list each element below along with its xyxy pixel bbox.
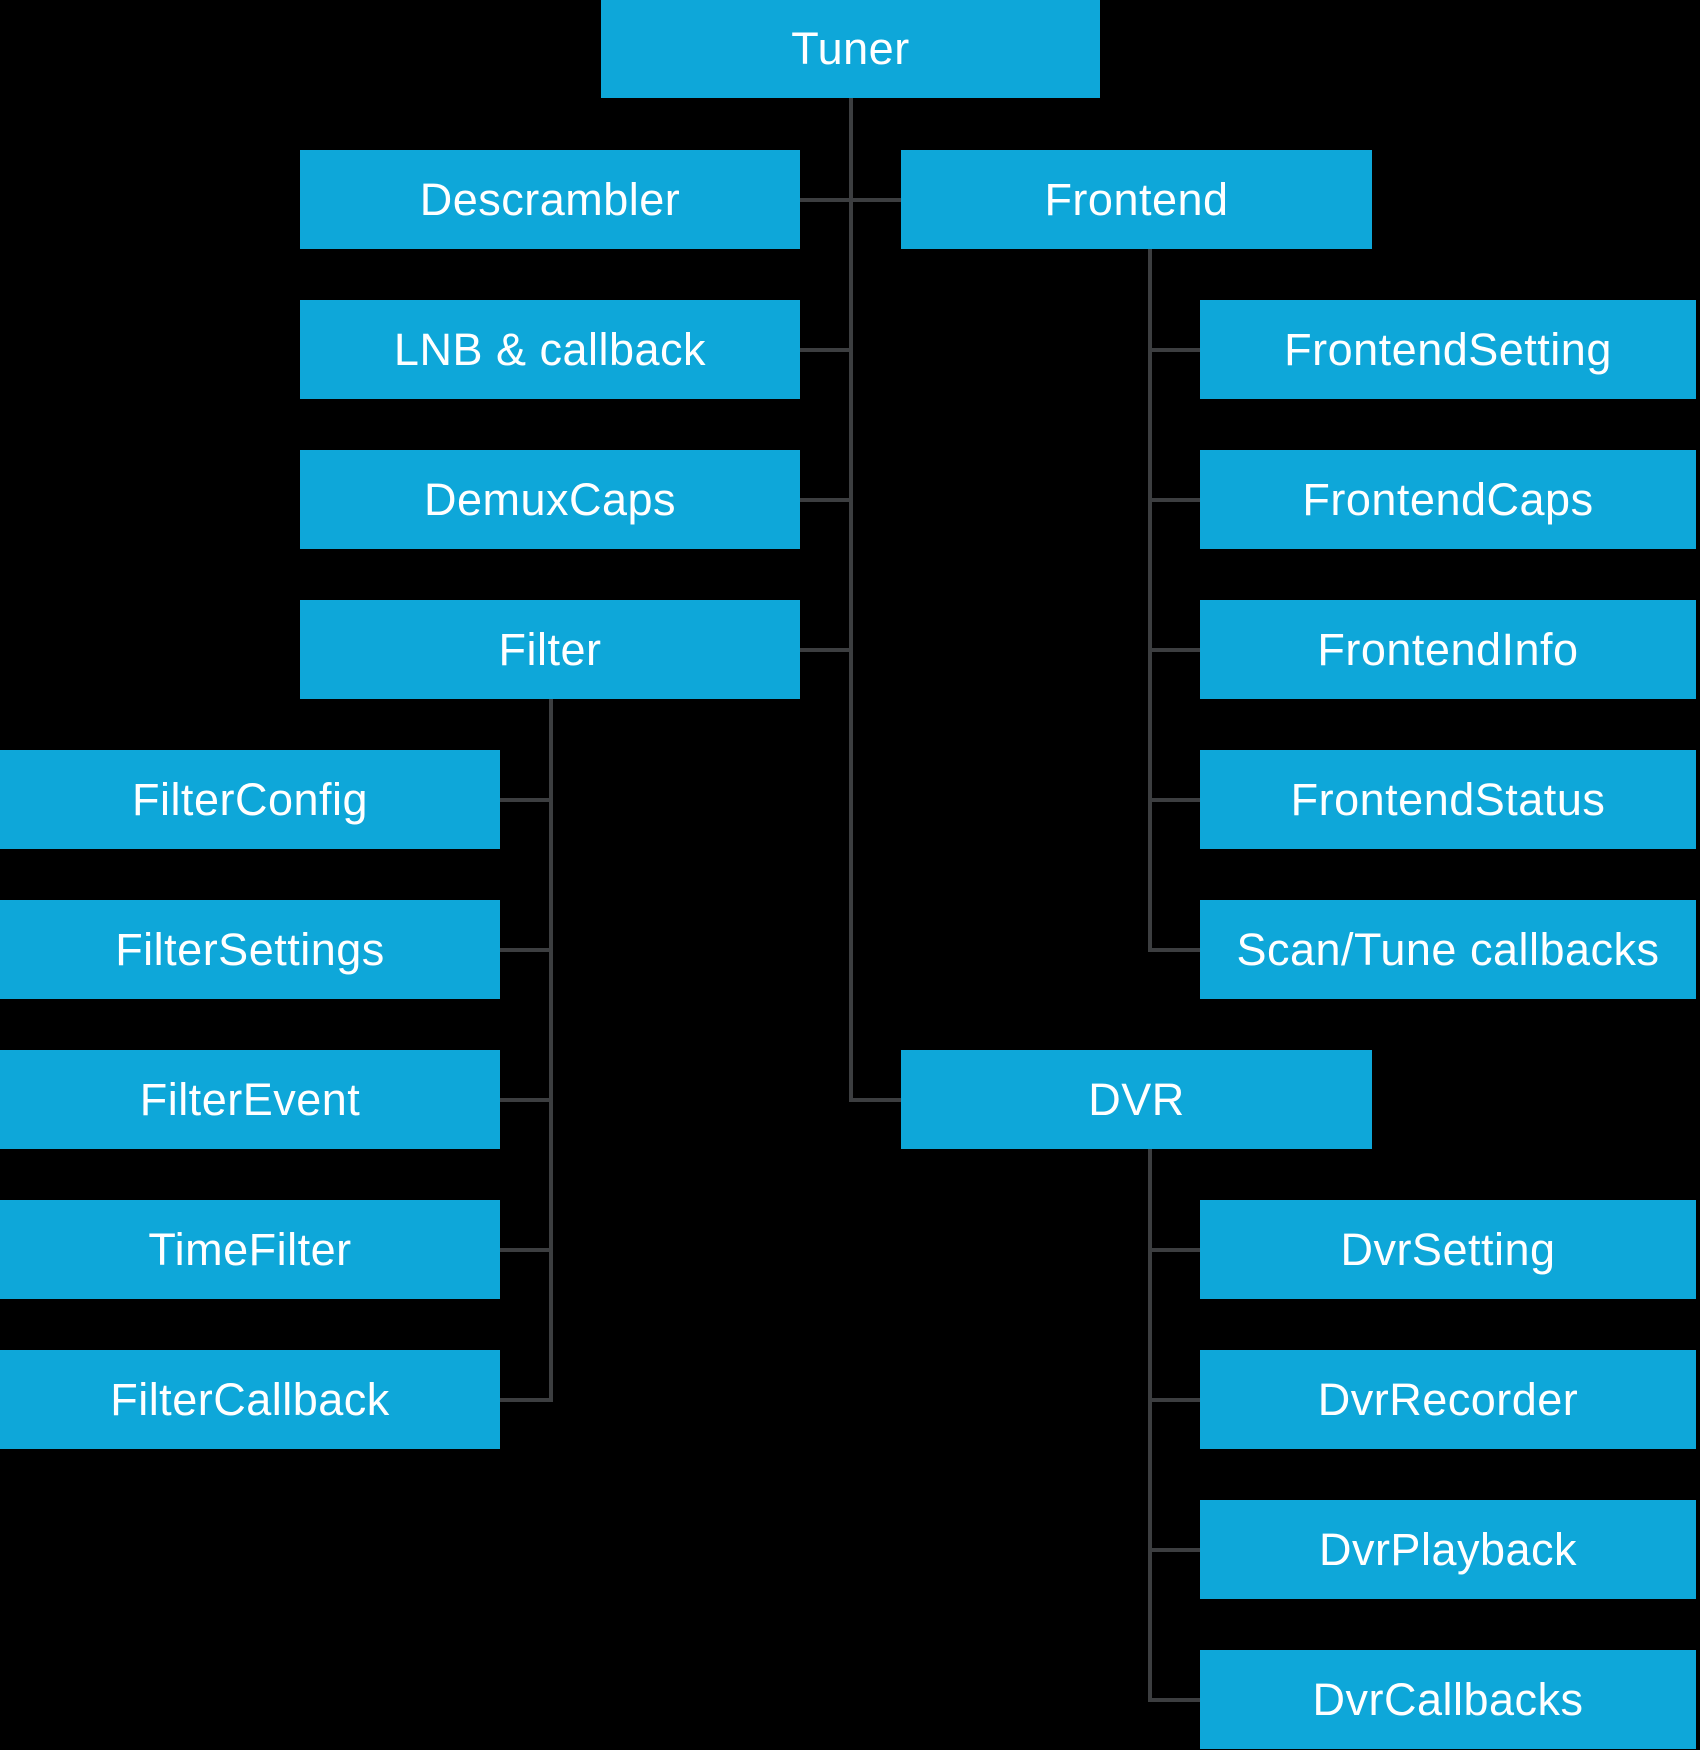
node-lnb-callback: LNB & callback bbox=[300, 300, 800, 399]
connector-frontendstatus-horizontal bbox=[1148, 798, 1200, 802]
connector-frontend-branch-vertical bbox=[1148, 249, 1152, 952]
node-filter: Filter bbox=[300, 600, 800, 699]
node-filtercallback: FilterCallback bbox=[0, 1350, 500, 1449]
connector-frontendinfo-horizontal bbox=[1148, 648, 1200, 652]
node-dvr: DVR bbox=[901, 1050, 1372, 1149]
connector-descrambler-frontend-horizontal bbox=[800, 198, 901, 202]
node-frontendcaps: FrontendCaps bbox=[1200, 450, 1696, 549]
connector-dvrrecorder-horizontal bbox=[1148, 1398, 1200, 1402]
connector-timefilter-horizontal bbox=[500, 1248, 553, 1252]
node-frontend: Frontend bbox=[901, 150, 1372, 249]
node-timefilter: TimeFilter bbox=[0, 1200, 500, 1299]
node-dvrsetting: DvrSetting bbox=[1200, 1200, 1696, 1299]
node-descrambler: Descrambler bbox=[300, 150, 800, 249]
connector-filtercallback-horizontal bbox=[500, 1398, 553, 1402]
node-tuner: Tuner bbox=[601, 0, 1100, 98]
connector-filtersettings-horizontal bbox=[500, 948, 553, 952]
node-frontendstatus: FrontendStatus bbox=[1200, 750, 1696, 849]
node-scantune-callbacks: Scan/Tune callbacks bbox=[1200, 900, 1696, 999]
node-demuxcaps: DemuxCaps bbox=[300, 450, 800, 549]
connector-filterconfig-horizontal bbox=[500, 798, 553, 802]
node-dvrrecorder: DvrRecorder bbox=[1200, 1350, 1696, 1449]
connector-dvrplayback-horizontal bbox=[1148, 1548, 1200, 1552]
connector-frontendsetting-horizontal bbox=[1148, 348, 1200, 352]
connector-demuxcaps-horizontal bbox=[800, 498, 853, 502]
node-frontendsetting: FrontendSetting bbox=[1200, 300, 1696, 399]
node-dvrcallbacks: DvrCallbacks bbox=[1200, 1650, 1696, 1749]
connector-dvrcallbacks-horizontal bbox=[1148, 1698, 1200, 1702]
connector-tuner-trunk-vertical bbox=[849, 98, 853, 1102]
connector-frontendcaps-horizontal bbox=[1148, 498, 1200, 502]
connector-filter-horizontal bbox=[800, 648, 853, 652]
connector-dvr-branch-vertical bbox=[1148, 1149, 1152, 1702]
connector-lnb-horizontal bbox=[800, 348, 853, 352]
connector-filter-branch-vertical bbox=[549, 699, 553, 1402]
connector-dvr-horizontal bbox=[849, 1098, 901, 1102]
connector-filterevent-horizontal bbox=[500, 1098, 553, 1102]
node-filtersettings: FilterSettings bbox=[0, 900, 500, 999]
connector-dvrsetting-horizontal bbox=[1148, 1248, 1200, 1252]
node-filterevent: FilterEvent bbox=[0, 1050, 500, 1149]
node-frontendinfo: FrontendInfo bbox=[1200, 600, 1696, 699]
node-filterconfig: FilterConfig bbox=[0, 750, 500, 849]
connector-scantune-horizontal bbox=[1148, 948, 1200, 952]
node-dvrplayback: DvrPlayback bbox=[1200, 1500, 1696, 1599]
